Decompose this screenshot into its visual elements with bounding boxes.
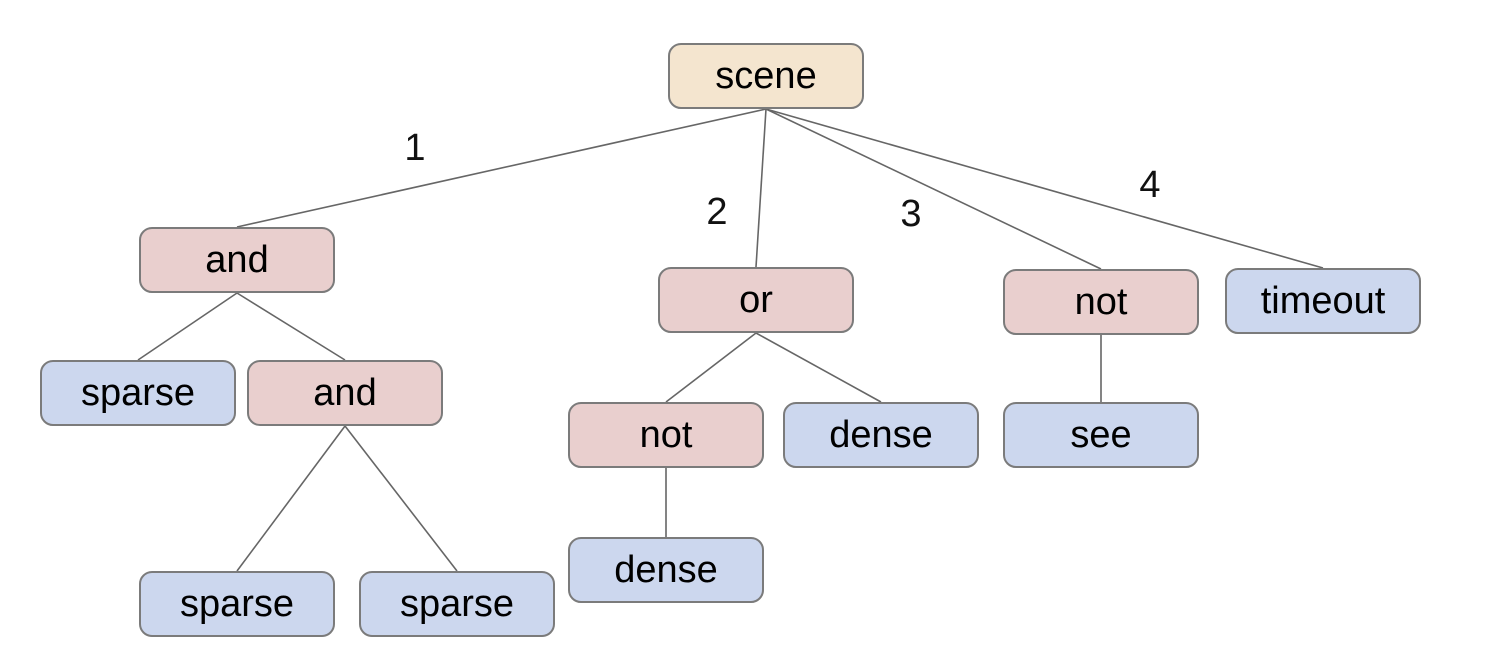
tree-node-dense1: dense	[783, 402, 979, 468]
node-label: sparse	[179, 583, 295, 625]
node-label: and	[205, 239, 269, 281]
tree-node-dense2: dense	[568, 537, 764, 603]
edge-label-3: 3	[900, 193, 922, 235]
tree-node-sparse1: sparse	[40, 360, 236, 426]
node-label: not	[639, 414, 693, 456]
edge-and2-sparse2	[236, 425, 346, 572]
tree-node-or1: or	[658, 267, 854, 333]
edge-and1-sparse1	[137, 292, 238, 361]
tree-node-sparse2: sparse	[139, 571, 335, 637]
edge-scene-timeout1	[765, 108, 1324, 269]
node-label: and	[313, 372, 377, 414]
node-label: or	[739, 279, 773, 321]
tree-node-scene: scene	[668, 43, 864, 109]
node-label: sparse	[399, 583, 515, 625]
node-label: see	[1070, 414, 1132, 456]
edge-label-4: 4	[1139, 164, 1161, 206]
edge-scene-and1	[236, 108, 767, 228]
tree-node-sparse3: sparse	[359, 571, 555, 637]
edge-label-2: 2	[706, 191, 728, 233]
tree-node-timeout1: timeout	[1225, 268, 1421, 334]
tree-node-and2: and	[247, 360, 443, 426]
tree-node-not1: not	[568, 402, 764, 468]
node-label: dense	[829, 414, 933, 456]
edge-and2-sparse3	[344, 425, 458, 572]
tree-node-and1: and	[139, 227, 335, 293]
node-label: timeout	[1260, 280, 1386, 322]
node-label: not	[1074, 281, 1128, 323]
tree-node-see1: see	[1003, 402, 1199, 468]
edge-or1-dense1	[755, 332, 882, 403]
node-label: scene	[715, 55, 817, 97]
edge-or1-not1	[665, 332, 757, 403]
edge-scene-not2	[765, 108, 1102, 270]
tree-node-not2: not	[1003, 269, 1199, 335]
node-label: dense	[614, 549, 718, 591]
edge-and1-and2	[236, 292, 346, 361]
edge-scene-or1	[755, 108, 767, 268]
edge-label-1: 1	[404, 127, 426, 169]
node-label: sparse	[80, 372, 196, 414]
